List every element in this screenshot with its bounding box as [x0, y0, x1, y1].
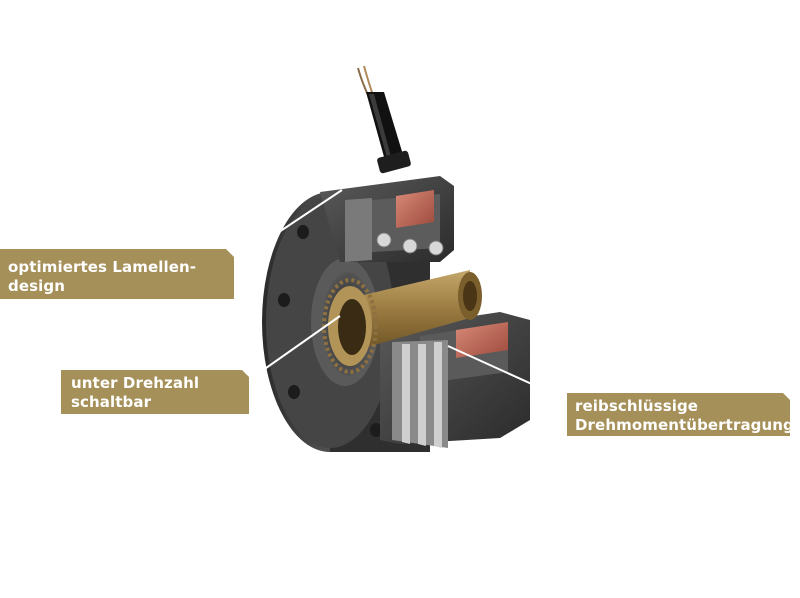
callout-drehzahl: unter Drehzahl schaltbar [61, 370, 249, 414]
callout-reib-line1: reibschlüssige [575, 397, 699, 415]
bolt-hole-icon [297, 225, 309, 239]
pointer-lines [233, 189, 568, 401]
callout-reibschluessig: reibschlüssige Drehmomentübertragung [567, 393, 790, 436]
housing [320, 176, 530, 448]
pointer-line-drehzahl [248, 315, 341, 381]
bolt-hole-icon [370, 423, 382, 437]
coil-lower [456, 322, 508, 358]
bolt-hole-icon [288, 385, 300, 399]
callout-drehzahl-line2: schaltbar [71, 393, 152, 411]
callout-lamellen-line2: design [8, 277, 65, 295]
bronze-hub [322, 270, 482, 374]
callout-lamellen-design: optimiertes Lamellen- design [0, 249, 234, 299]
callout-reib-line2: Drehmomentübertragung [575, 416, 794, 434]
pointer-line-reib [447, 345, 568, 401]
pointer-line-lamellen [233, 189, 343, 263]
cable [357, 65, 411, 174]
bolt-hole-icon [278, 293, 290, 307]
callout-lamellen-line1: optimiertes Lamellen- [8, 258, 197, 276]
coil-upper [396, 190, 434, 228]
callout-drehzahl-line1: unter Drehzahl [71, 374, 200, 392]
